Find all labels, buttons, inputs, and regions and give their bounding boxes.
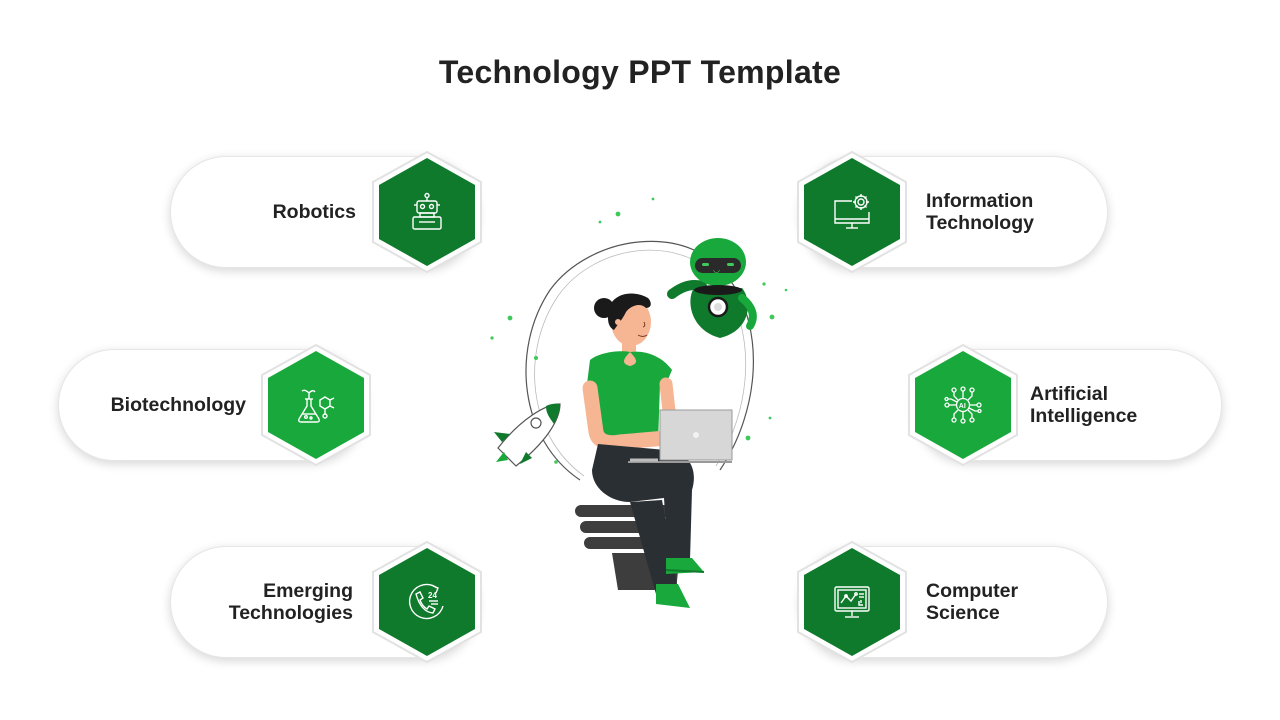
woman-laptop-robot-illustration: ◡ <box>490 197 788 608</box>
slide-title: Technology PPT Template <box>438 54 842 90</box>
svg-text:24: 24 <box>428 591 437 600</box>
label-artificial-intelligence: Artificial Intelligence <box>1030 383 1138 427</box>
ai-chip-icon: AI <box>944 386 982 424</box>
label-computer-science: Computer Science <box>926 580 1019 624</box>
computer-screen-icon <box>834 586 870 618</box>
label-information-technology: Information Technology <box>926 190 1034 234</box>
hex-robotics <box>371 150 483 274</box>
flask-molecule-icon <box>298 389 335 423</box>
hex-artificial-intelligence: AI <box>907 343 1019 467</box>
svg-text:AI: AI <box>959 403 966 410</box>
label-emerging-technologies: Emerging Technologies <box>228 580 353 624</box>
rocket-icon <box>494 403 561 467</box>
label-robotics: Robotics <box>272 201 356 223</box>
woman-character <box>582 293 733 608</box>
hex-emerging-technologies: 24 <box>371 540 483 664</box>
hex-information-technology <box>796 150 908 274</box>
robot-character: ◡ <box>667 238 757 338</box>
label-biotechnology: Biotechnology <box>110 394 246 416</box>
hex-biotechnology <box>260 343 372 467</box>
monitor-gear-icon <box>834 194 870 229</box>
hex-computer-science <box>796 540 908 664</box>
phone-24-hour-icon: 24 <box>408 583 444 620</box>
bulb-outline <box>525 240 754 481</box>
robot-icon <box>412 192 442 230</box>
robot-face-text: ◡ <box>713 265 720 274</box>
